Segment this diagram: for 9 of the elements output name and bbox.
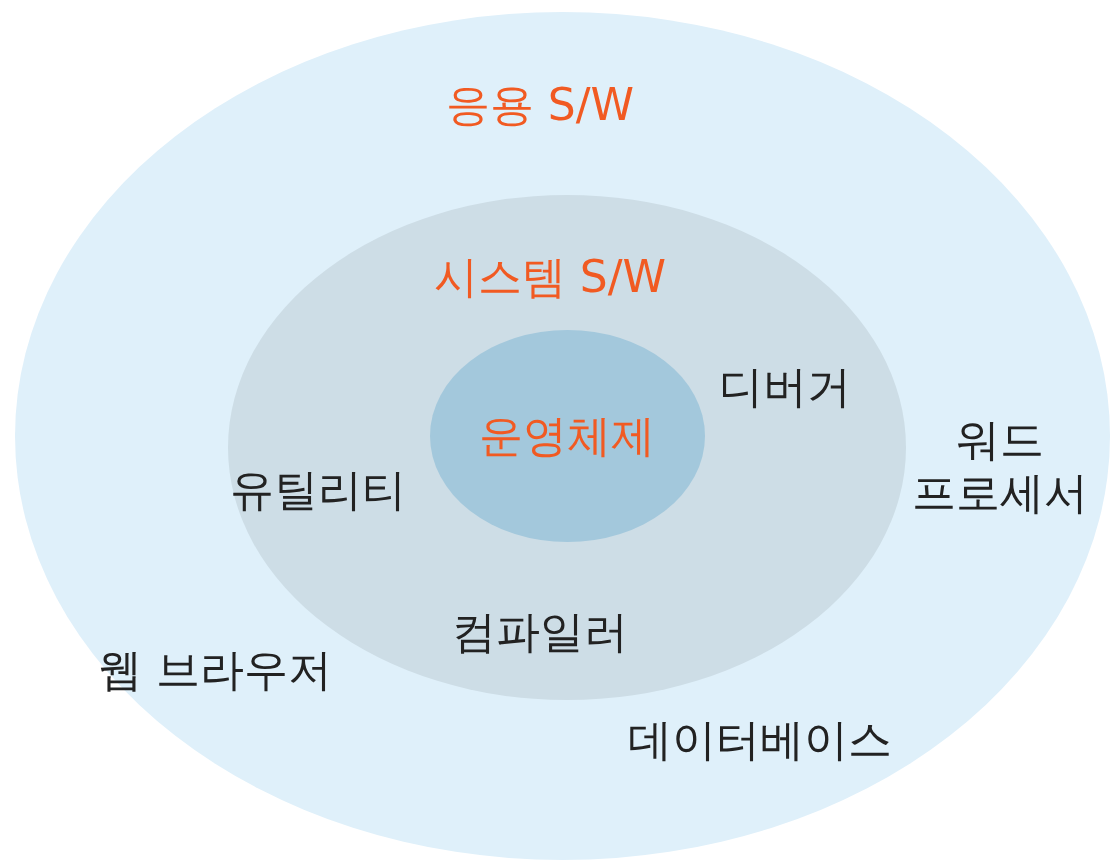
layer-title: 응용 S/W: [445, 78, 635, 132]
layer-title: 운영체제: [479, 409, 655, 463]
software-label: 웹 브라우저: [98, 643, 332, 697]
software-label: 컴파일러: [452, 605, 628, 659]
software-label: 유틸리티: [230, 463, 406, 517]
software-label: 디버거: [719, 360, 851, 414]
software-label: 데이터베이스: [628, 713, 892, 767]
layer-title: 시스템 S/W: [433, 250, 667, 304]
software-label: 워드 프로세서: [911, 414, 1089, 520]
